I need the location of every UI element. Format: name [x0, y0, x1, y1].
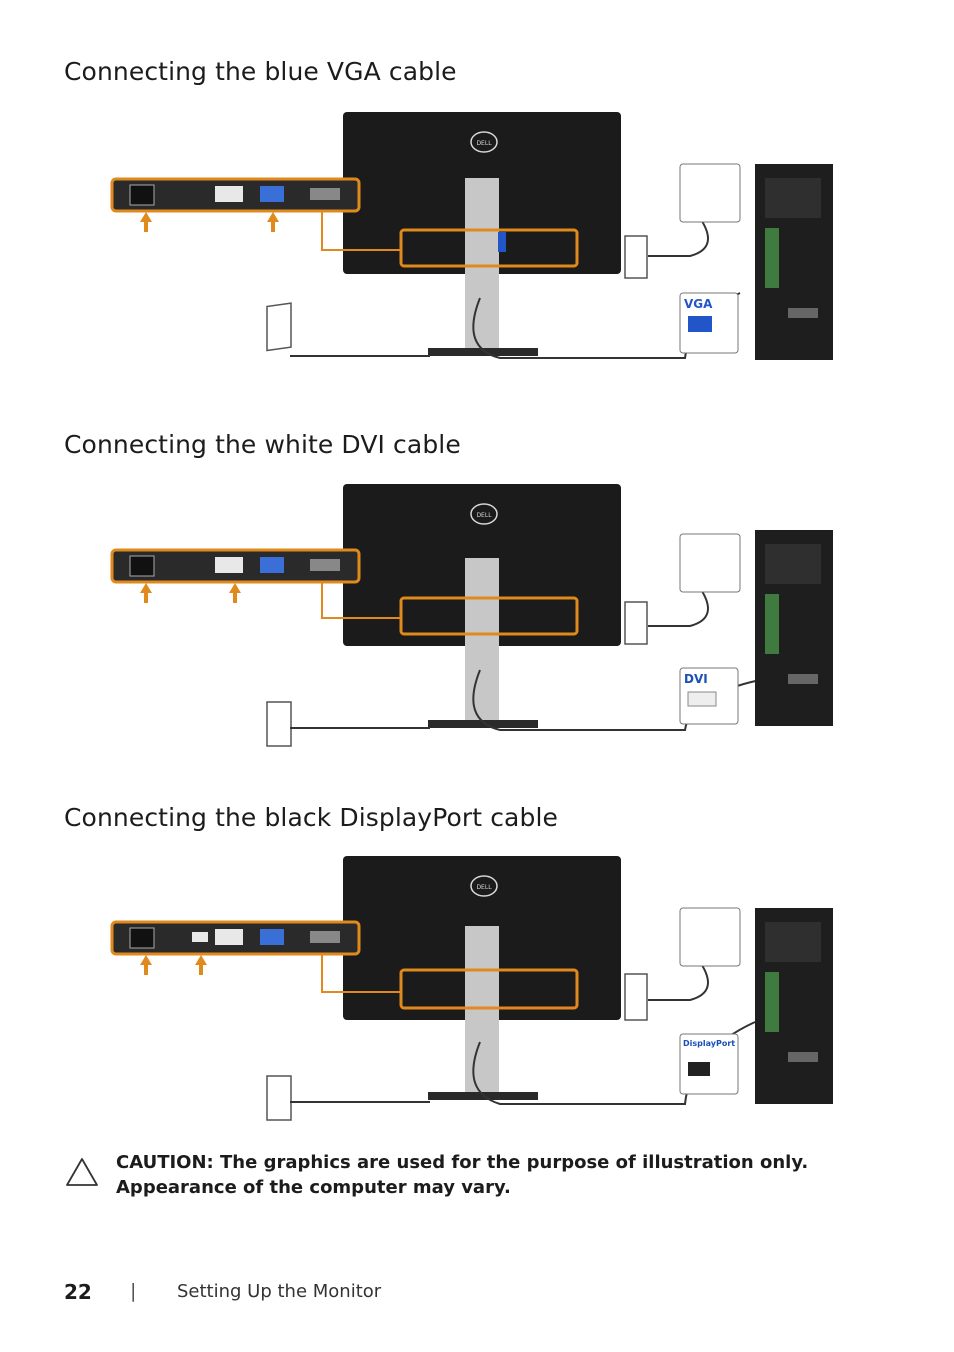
usb-ports-icon [310, 188, 340, 200]
arrow-up-icon [140, 583, 152, 603]
port-highlight [399, 968, 579, 1010]
io-ports [765, 594, 779, 654]
chapter-title: Setting Up the Monitor [177, 1281, 382, 1302]
warning-triangle-icon [66, 1158, 98, 1186]
callout-line [321, 212, 401, 251]
stand-base [428, 720, 538, 728]
dvi-connection-diagram: DELL DVI [100, 480, 840, 770]
page-number: 22 [64, 1280, 92, 1304]
dvi-plug-icon [687, 691, 717, 707]
dvi-port-icon [215, 557, 243, 573]
wall-outlet-icon [266, 1075, 292, 1121]
tower-vent [765, 922, 821, 962]
displayport-diagram-svg: DELL DisplayPort [110, 856, 833, 1121]
caution-text: CAUTION: The graphics are used for the p… [116, 1152, 809, 1198]
wall-outlet-icon [624, 601, 648, 645]
power-inset [679, 907, 741, 967]
power-inset [679, 163, 741, 223]
power-port-icon [129, 927, 155, 949]
arrow-up-icon [140, 212, 152, 232]
dvi-port-icon [215, 186, 243, 202]
expansion-slot [788, 1052, 818, 1062]
usb-ports-icon [310, 931, 340, 943]
displayport-connection-diagram: DELL DisplayPort [100, 852, 840, 1142]
port-highlight [399, 596, 579, 636]
cable-label: DVI [684, 672, 708, 686]
cable-label: DisplayPort [683, 1039, 735, 1048]
port-highlight [399, 228, 579, 268]
arrow-up-icon [195, 955, 207, 975]
dell-logo-text: DELL [476, 140, 492, 147]
wall-outlet-icon [624, 235, 648, 279]
power-port-icon [129, 555, 155, 577]
vga-connector-on-monitor [498, 232, 506, 252]
section-heading-dvi: Connecting the white DVI cable [64, 430, 461, 459]
wall-outlet-icon [266, 302, 292, 352]
io-ports [765, 972, 779, 1032]
dell-logo-icon [470, 503, 498, 525]
vga-port-icon [260, 929, 284, 945]
vga-connection-diagram: DELL VGA [100, 108, 840, 398]
vga-port-icon [260, 186, 284, 202]
expansion-slot [788, 674, 818, 684]
callout-line [321, 583, 401, 619]
section-heading-vga: Connecting the blue VGA cable [64, 57, 457, 86]
vga-diagram-svg: DELL VGA [110, 112, 833, 360]
cable-label: VGA [684, 297, 713, 311]
footer-separator: | [130, 1280, 137, 1302]
tower-vent [765, 544, 821, 584]
dvi-diagram-svg: DELL DVI [110, 484, 833, 747]
dell-logo-text: DELL [476, 512, 492, 519]
dell-logo-text: DELL [476, 884, 492, 891]
arrow-up-icon [229, 583, 241, 603]
power-port-icon [129, 184, 155, 206]
power-inset [679, 533, 741, 593]
expansion-slot [788, 308, 818, 318]
displayport-plug-icon [688, 1062, 710, 1076]
wall-outlet-icon [624, 973, 648, 1021]
arrow-up-icon [267, 212, 279, 232]
dvi-port-icon [215, 929, 243, 945]
stand-base [428, 348, 538, 356]
displayport-port-icon [192, 932, 208, 942]
section-heading-displayport: Connecting the black DisplayPort cable [64, 803, 558, 832]
dell-logo-icon [470, 875, 498, 897]
monitor-stand [465, 926, 499, 1096]
monitor-stand [465, 558, 499, 722]
arrow-up-icon [140, 955, 152, 975]
vga-plug-icon [688, 316, 712, 332]
vga-port-icon [260, 557, 284, 573]
io-ports [765, 228, 779, 288]
callout-line [321, 955, 401, 993]
wall-outlet-icon [266, 701, 292, 747]
dell-logo-icon [470, 131, 498, 153]
usb-ports-icon [310, 559, 340, 571]
tower-vent [765, 178, 821, 218]
